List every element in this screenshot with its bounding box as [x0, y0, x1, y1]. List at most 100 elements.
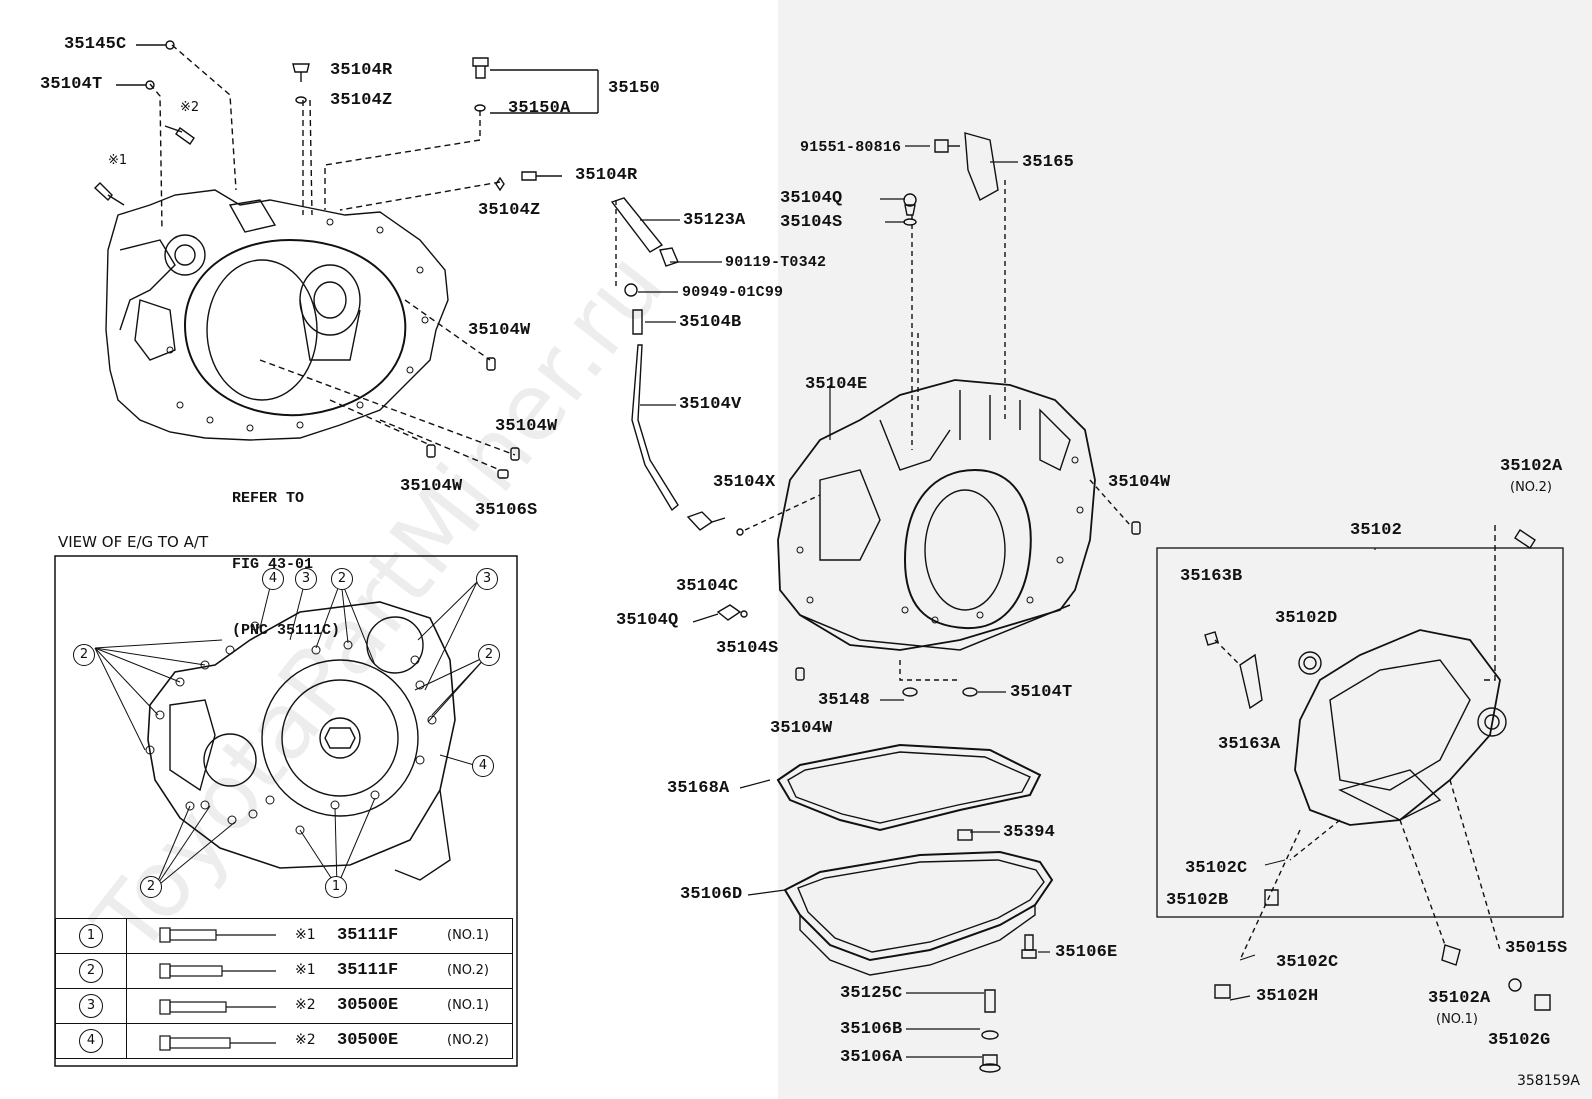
- part-label-35165[interactable]: 35165: [1022, 153, 1075, 172]
- part-label-35145C[interactable]: 35145C: [64, 35, 127, 54]
- legend-row: 3 ※2 30500E (NO.1): [55, 988, 513, 1024]
- legend-part[interactable]: 30500E: [337, 996, 399, 1015]
- pan-gasket: [776, 743, 1042, 832]
- part-label-35102A-no2[interactable]: 35102A: [1500, 457, 1563, 476]
- part-label-35102H[interactable]: 35102H: [1256, 987, 1319, 1006]
- part-label-35104T[interactable]: 35104T: [40, 75, 103, 94]
- transmission-case: [744, 132, 1141, 697]
- part-label-35104Q[interactable]: 35104Q: [616, 611, 679, 630]
- part-label-35163A[interactable]: 35163A: [1218, 735, 1281, 754]
- view-callout-4a: 4: [262, 568, 284, 590]
- legend-part[interactable]: 30500E: [337, 1031, 399, 1050]
- part-label-91551-80816[interactable]: 91551-80816: [800, 139, 902, 156]
- part-label-35104T-2[interactable]: 35104T: [1010, 683, 1073, 702]
- legend-size: (NO.2): [447, 1033, 489, 1048]
- part-label-90949-01C99[interactable]: 90949-01C99: [682, 284, 784, 301]
- watermark: ToyotaPartMiner.ru: [72, 233, 684, 974]
- top-small-parts: [93, 40, 599, 479]
- note-no1: (NO.1): [1436, 1012, 1478, 1027]
- part-label-35150[interactable]: 35150: [608, 79, 661, 98]
- part-label-35015S[interactable]: 35015S: [1505, 939, 1568, 958]
- part-label-35104W-2[interactable]: 35104W: [495, 417, 558, 436]
- part-label-35104S[interactable]: 35104S: [716, 639, 779, 658]
- part-label-35106D[interactable]: 35106D: [680, 885, 743, 904]
- side-cover-box: [1156, 525, 1564, 1011]
- engine-view-box: [54, 555, 518, 1067]
- legend-num: 3: [79, 994, 103, 1018]
- part-label-35106B[interactable]: 35106B: [840, 1020, 903, 1039]
- label-leaders: [638, 145, 1376, 1058]
- part-label-35102C[interactable]: 35102C: [1185, 859, 1248, 878]
- view-title: VIEW OF E/G TO A/T: [58, 533, 209, 551]
- legend-part[interactable]: 35111F: [337, 961, 399, 980]
- part-label-35104W-4[interactable]: 35104W: [1108, 473, 1171, 492]
- view-callout-1: 1: [325, 876, 347, 898]
- refer-line-2: FIG 43-01: [232, 556, 314, 573]
- part-label-35104S-2[interactable]: 35104S: [780, 213, 843, 232]
- part-label-35148[interactable]: 35148: [818, 691, 871, 710]
- part-label-35123A[interactable]: 35123A: [683, 211, 746, 230]
- part-label-35104W-5[interactable]: 35104W: [770, 719, 833, 738]
- part-label-90119-T0342[interactable]: 90119-T0342: [725, 254, 827, 271]
- legend-row: 1 ※1 35111F (NO.1): [55, 918, 513, 954]
- part-label-35106E[interactable]: 35106E: [1055, 943, 1118, 962]
- part-label-35106A[interactable]: 35106A: [840, 1048, 903, 1067]
- breather-hose-assembly: [610, 197, 805, 681]
- note-no2: (NO.2): [1510, 480, 1552, 495]
- legend-size: (NO.2): [447, 963, 489, 978]
- part-label-35104R[interactable]: 35104R: [330, 61, 393, 80]
- figure-id: 358159A: [1516, 1073, 1580, 1089]
- part-label-35104E[interactable]: 35104E: [805, 375, 868, 394]
- part-label-35104W-3[interactable]: 35104W: [400, 477, 463, 496]
- part-label-35394[interactable]: 35394: [1003, 823, 1056, 842]
- part-label-35104W-1[interactable]: 35104W: [468, 321, 531, 340]
- view-callout-2c: 2: [478, 644, 500, 666]
- part-label-35104Z[interactable]: 35104Z: [330, 91, 393, 110]
- part-label-35125C[interactable]: 35125C: [840, 984, 903, 1003]
- part-label-35104Q-2[interactable]: 35104Q: [780, 189, 843, 208]
- legend-mark: ※2: [295, 1032, 316, 1048]
- mark-2: ※2: [180, 100, 200, 115]
- part-label-35104X[interactable]: 35104X: [713, 473, 776, 492]
- legend-row: 2 ※1 35111F (NO.2): [55, 953, 513, 989]
- view-callout-2b: 2: [73, 644, 95, 666]
- part-label-35168A[interactable]: 35168A: [667, 779, 730, 798]
- legend-size: (NO.1): [447, 998, 489, 1013]
- legend-mark: ※1: [295, 962, 316, 978]
- part-label-35104R-2[interactable]: 35104R: [575, 166, 638, 185]
- part-label-35163B[interactable]: 35163B: [1180, 567, 1243, 586]
- part-label-35106S[interactable]: 35106S: [475, 501, 538, 520]
- view-callout-3b: 3: [476, 568, 498, 590]
- bolt-legend-table: 1 ※1 35111F (NO.1) 2 ※1 35111F (NO.2) 3 …: [55, 918, 513, 1059]
- part-label-35150A[interactable]: 35150A: [508, 99, 571, 118]
- part-label-35104Z-2[interactable]: 35104Z: [478, 201, 541, 220]
- part-label-35104V[interactable]: 35104V: [679, 395, 742, 414]
- refer-line-3: (PNC 35111C): [232, 622, 341, 639]
- view-callout-4b: 4: [472, 755, 494, 777]
- mark-1: ※1: [108, 153, 128, 168]
- part-label-35102A-no1[interactable]: 35102A: [1428, 989, 1491, 1008]
- part-label-35102G[interactable]: 35102G: [1488, 1031, 1551, 1050]
- right-panel-background: [778, 0, 1592, 1099]
- part-label-35102[interactable]: 35102: [1350, 521, 1403, 540]
- legend-num: 2: [79, 959, 103, 983]
- refer-note: REFER TO FIG 43-01 (PNC 35111C): [232, 444, 340, 664]
- legend-num: 1: [79, 924, 103, 948]
- view-callout-3a: 3: [295, 568, 317, 590]
- part-label-35102B[interactable]: 35102B: [1166, 891, 1229, 910]
- refer-line-1: REFER TO: [232, 490, 305, 507]
- legend-part[interactable]: 35111F: [337, 926, 399, 945]
- view-callout-2d: 2: [140, 876, 162, 898]
- oil-pan: [783, 829, 1054, 1073]
- view-callout-2a: 2: [331, 568, 353, 590]
- part-label-35104C[interactable]: 35104C: [676, 577, 739, 596]
- part-label-35102D[interactable]: 35102D: [1275, 609, 1338, 628]
- transaxle-housing: [105, 44, 516, 471]
- legend-mark: ※1: [295, 927, 316, 943]
- legend-row: 4 ※2 30500E (NO.2): [55, 1023, 513, 1059]
- legend-num: 4: [79, 1029, 103, 1053]
- part-label-35102C-2[interactable]: 35102C: [1276, 953, 1339, 972]
- part-label-35104B[interactable]: 35104B: [679, 313, 742, 332]
- legend-mark: ※2: [295, 997, 316, 1013]
